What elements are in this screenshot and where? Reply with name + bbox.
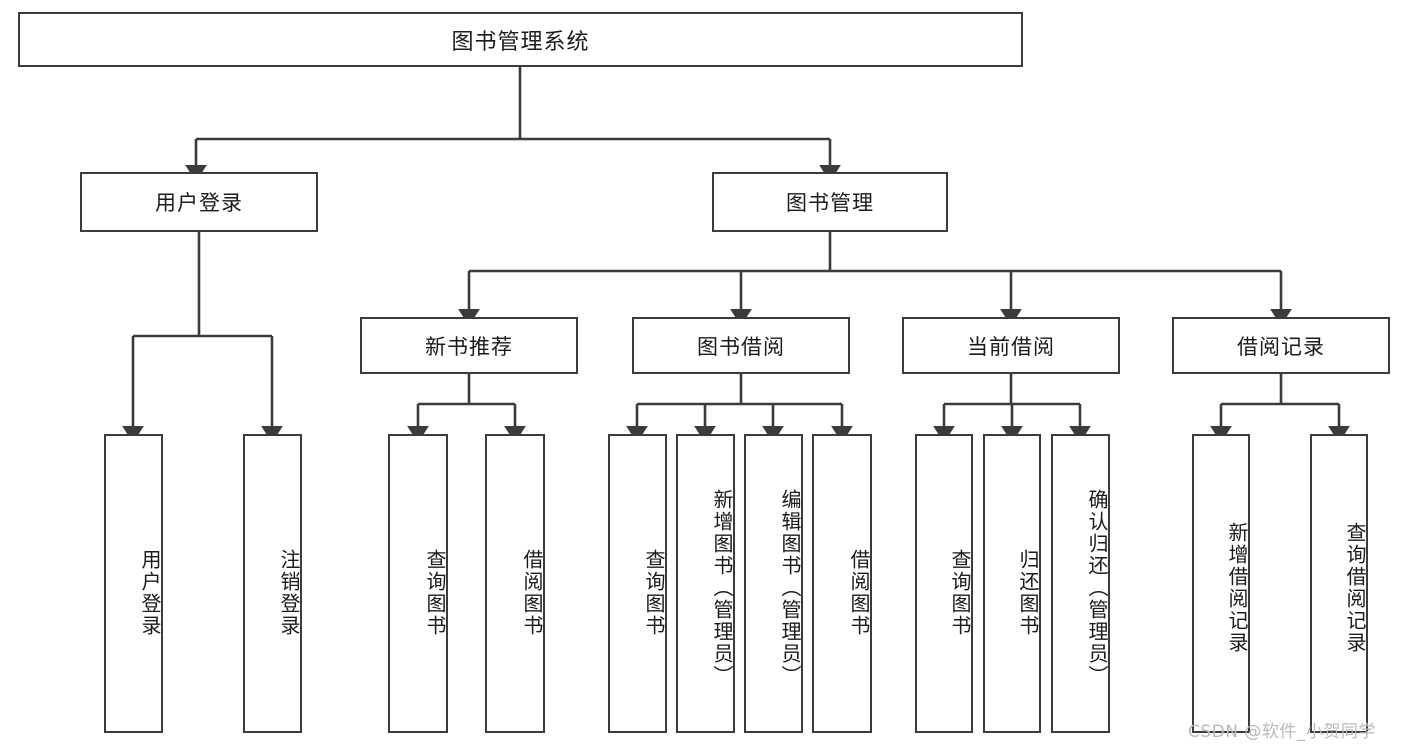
leaf-query-book-2-label: 查询图书 — [642, 548, 666, 637]
leaf-user-login-label: 用户登录 — [138, 548, 162, 637]
leaf-confirm-return-admin[interactable]: 确认归还（管理员） — [1051, 434, 1110, 733]
leaf-query-book-3[interactable]: 查询图书 — [915, 434, 973, 733]
leaf-edit-book-admin-label: 编辑图书（管理员） — [778, 488, 802, 687]
leaf-logout-label: 注销登录 — [277, 548, 301, 637]
leaf-borrow-book-1[interactable]: 借阅图书 — [485, 434, 545, 733]
leaf-add-borrow-record-label: 新增借阅记录 — [1225, 521, 1249, 654]
leaf-add-borrow-record[interactable]: 新增借阅记录 — [1192, 434, 1250, 733]
node-book-borrow-label: 图书借阅 — [697, 334, 785, 359]
leaf-borrow-book-2-label: 借阅图书 — [847, 548, 871, 637]
leaf-query-borrow-record[interactable]: 查询借阅记录 — [1310, 434, 1368, 733]
leaf-borrow-book-2[interactable]: 借阅图书 — [812, 434, 872, 733]
leaf-edit-book-admin[interactable]: 编辑图书（管理员） — [744, 434, 803, 733]
node-borrow-record[interactable]: 借阅记录 — [1172, 317, 1390, 374]
leaf-return-book-label: 归还图书 — [1016, 548, 1040, 637]
leaf-logout[interactable]: 注销登录 — [243, 434, 302, 733]
leaf-query-book-3-label: 查询图书 — [948, 548, 972, 637]
leaf-add-book-admin-label: 新增图书（管理员） — [710, 488, 734, 687]
leaf-query-book-2[interactable]: 查询图书 — [608, 434, 667, 733]
connector-lines — [122, 67, 1350, 444]
node-root-label: 图书管理系统 — [451, 29, 590, 55]
node-current-borrow-label: 当前借阅 — [967, 334, 1055, 359]
node-borrow-record-label: 借阅记录 — [1237, 334, 1325, 359]
node-user-login-label: 用户登录 — [155, 191, 243, 215]
leaf-borrow-book-1-label: 借阅图书 — [520, 548, 544, 637]
node-root[interactable]: 图书管理系统 — [18, 12, 1023, 67]
node-book-manage-label: 图书管理 — [786, 191, 874, 215]
node-new-book-recommend[interactable]: 新书推荐 — [360, 317, 578, 374]
node-current-borrow[interactable]: 当前借阅 — [902, 317, 1120, 374]
leaf-add-book-admin[interactable]: 新增图书（管理员） — [676, 434, 735, 733]
leaf-query-book-1[interactable]: 查询图书 — [388, 434, 448, 733]
leaf-return-book[interactable]: 归还图书 — [983, 434, 1041, 733]
leaf-confirm-return-admin-label: 确认归还（管理员） — [1085, 488, 1109, 687]
node-book-manage[interactable]: 图书管理 — [712, 172, 948, 232]
leaf-user-login[interactable]: 用户登录 — [104, 434, 163, 733]
node-book-borrow[interactable]: 图书借阅 — [632, 317, 850, 374]
node-new-book-recommend-label: 新书推荐 — [425, 334, 513, 359]
node-user-login[interactable]: 用户登录 — [80, 172, 318, 232]
leaf-query-book-1-label: 查询图书 — [423, 548, 447, 637]
leaf-query-borrow-record-label: 查询借阅记录 — [1343, 521, 1367, 654]
